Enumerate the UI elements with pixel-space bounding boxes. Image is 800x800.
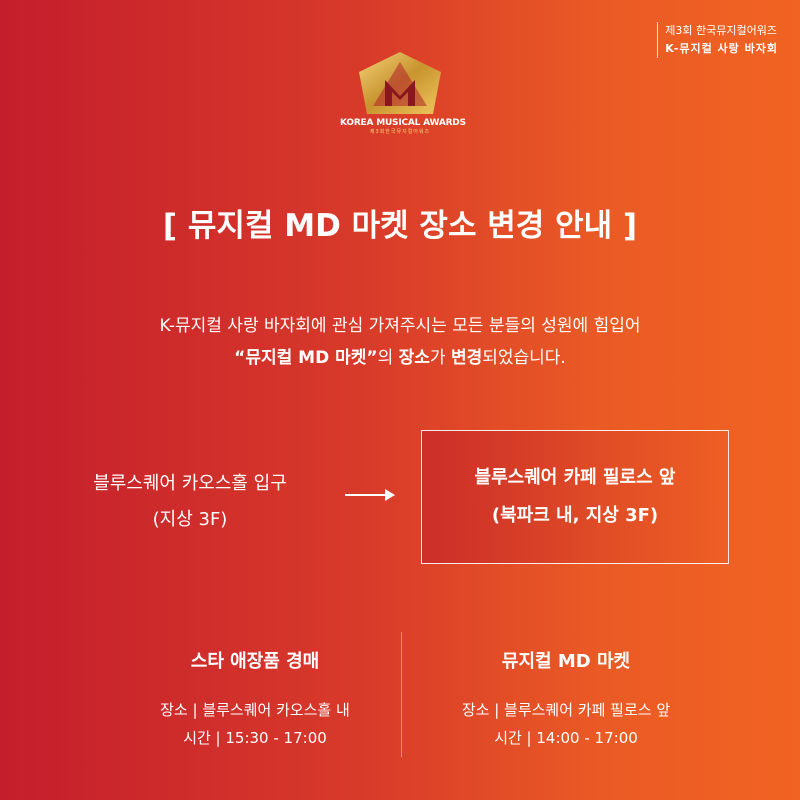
new-location-name: 블루스퀘어 카페 필로스 앞 [474, 467, 676, 488]
logo-text-ko: 제3회한국뮤지컬어워즈 [369, 129, 431, 135]
old-location-name: 블루스퀘어 카오스홀 입구 [93, 473, 287, 494]
md-market-place: 장소 | 블루스퀘어 카페 필로스 앞 [461, 701, 671, 719]
intro-emph-change: 변경 [450, 348, 483, 368]
awards-emblem-icon [359, 52, 441, 114]
corner-line-1: 제3회 한국뮤지컬어워즈 [665, 24, 777, 37]
auction-time: 시간 | 15:30 - 17:00 [183, 729, 327, 747]
intro-emph-market: “뮤지컬 MD 마켓” [234, 348, 378, 368]
auction-info: 스타 애장품 경매 장소 | 블루스퀘어 카오스홀 내 시간 | 15:30 -… [105, 648, 405, 752]
intro-text: K-뮤지컬 사랑 바자회에 관심 가져주시는 모든 분들의 성원에 힘입어 “뮤… [0, 310, 800, 374]
md-market-title: 뮤지컬 MD 마켓 [501, 651, 631, 672]
new-location-box: 블루스퀘어 카페 필로스 앞 (북파크 내, 지상 3F) [421, 430, 729, 564]
intro-text-part: 가 [429, 348, 451, 368]
md-market-info: 뮤지컬 MD 마켓 장소 | 블루스퀘어 카페 필로스 앞 시간 | 14:00… [416, 648, 716, 752]
new-location-floor: (북파크 내, 지상 3F) [491, 505, 659, 526]
intro-line-2: “뮤지컬 MD 마켓”의 장소가 변경되었습니다. [0, 342, 800, 374]
korea-musical-awards-logo: KOREA MUSICAL AWARDS 제3회한국뮤지컬어워즈 [340, 50, 466, 160]
intro-text-part: 의 [377, 348, 399, 368]
page-title: [ 뮤지컬 MD 마켓 장소 변경 안내 ] [162, 208, 638, 244]
intro-text-part: 되었습니다. [482, 348, 566, 368]
intro-line-1: K-뮤지컬 사랑 바자회에 관심 가져주시는 모든 분들의 성원에 힘입어 [159, 316, 641, 336]
old-location-floor: (지상 3F) [152, 509, 228, 530]
intro-emph-place: 장소 [398, 348, 430, 368]
md-market-time: 시간 | 14:00 - 17:00 [494, 729, 638, 747]
arrow-right-icon [345, 489, 395, 501]
old-location: 블루스퀘어 카오스홀 입구 (지상 3F) [60, 466, 320, 538]
auction-place: 장소 | 블루스퀘어 카오스홀 내 [160, 701, 350, 719]
corner-caption: 제3회 한국뮤지컬어워즈 K-뮤지컬 사랑 바자회 [657, 22, 778, 58]
auction-title: 스타 애장품 경매 [190, 651, 320, 672]
corner-line-2: K-뮤지컬 사랑 바자회 [665, 42, 778, 55]
column-divider [401, 632, 402, 757]
logo-text-en: KOREA MUSICAL AWARDS [340, 118, 466, 128]
